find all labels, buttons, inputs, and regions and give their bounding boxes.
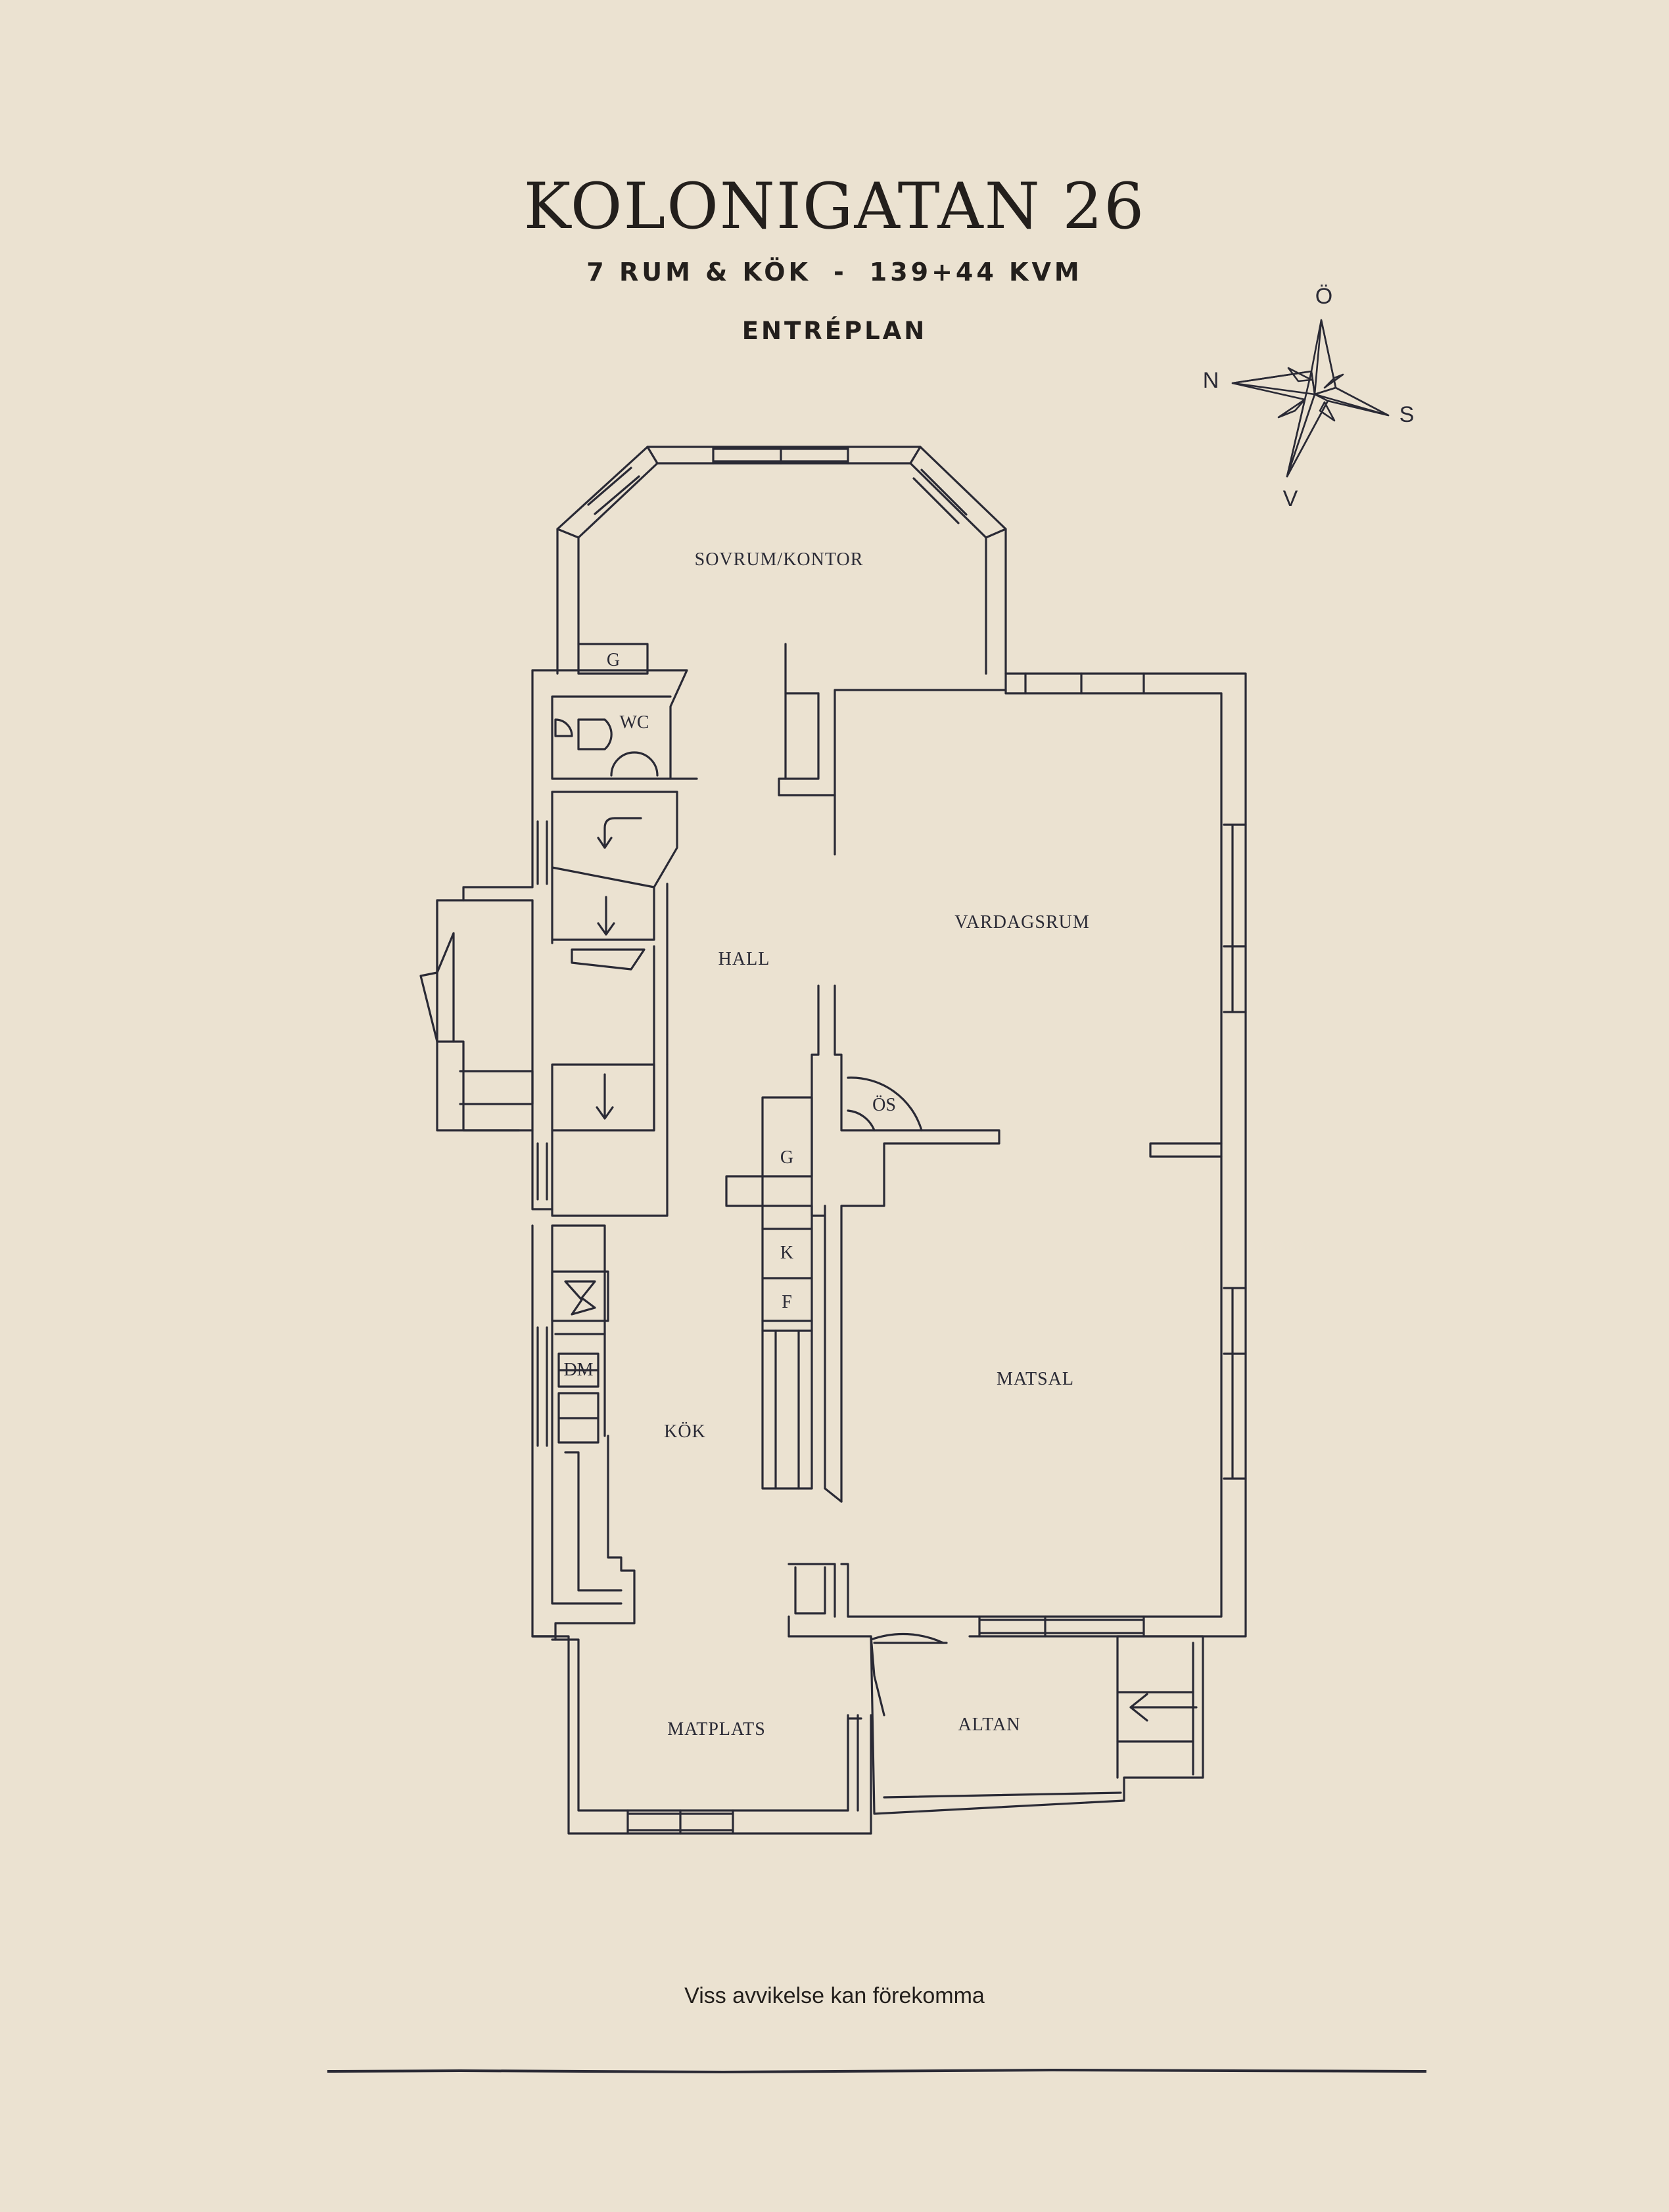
compass-north-label: N <box>1203 368 1219 393</box>
subtitle-separator: - <box>833 258 847 287</box>
subtitle: 7 RUM & KÖK-139+44 KVM <box>0 258 1669 287</box>
room-label-dining: MATSAL <box>997 1369 1074 1389</box>
fixture-fridge: K <box>780 1243 793 1263</box>
kitchen-column <box>761 1096 813 1490</box>
compass-south-label: S <box>1399 402 1415 427</box>
kitchen-counter <box>531 1224 636 1638</box>
fixture-freezer: F <box>782 1292 792 1312</box>
deck-walls <box>870 1635 1204 1815</box>
room-label-kitchen: KÖK <box>664 1421 706 1442</box>
room-label-bedroom: SOVRUM/KONTOR <box>695 549 864 570</box>
fixture-wc: WC <box>619 712 649 733</box>
fixture-stove: ÖS <box>872 1095 896 1115</box>
compass-rose-icon <box>1231 319 1390 478</box>
room-label-hall: HALL <box>718 949 770 969</box>
area: 139+44 KVM <box>869 258 1083 287</box>
bedroom-walls <box>556 446 1007 675</box>
floor-level: ENTRÉPLAN <box>741 317 928 345</box>
compass-west-label: V <box>1283 486 1298 511</box>
living-dining-walls <box>778 643 1247 1638</box>
central-walls <box>725 984 1000 1503</box>
disclaimer: Viss avvikelse kan förekomma <box>684 1983 985 2008</box>
left-walls <box>419 643 698 1217</box>
fixture-wardrobe-top: G <box>607 650 620 670</box>
compass-east-label: Ö <box>1315 284 1332 309</box>
room-label-deck: ALTAN <box>958 1715 1020 1735</box>
footer-divider <box>327 2068 1427 2074</box>
page-title: KOLONIGATAN 26 <box>523 170 1146 243</box>
room-label-matplats: MATPLATS <box>667 1719 766 1740</box>
room-count: 7 RUM & KÖK <box>586 258 811 287</box>
matplats-walls <box>531 1563 948 1835</box>
room-label-living: VARDAGSRUM <box>954 912 1090 933</box>
fixture-wardrobe-mid: G <box>780 1147 793 1168</box>
fixture-dishwasher: DM <box>563 1360 593 1380</box>
